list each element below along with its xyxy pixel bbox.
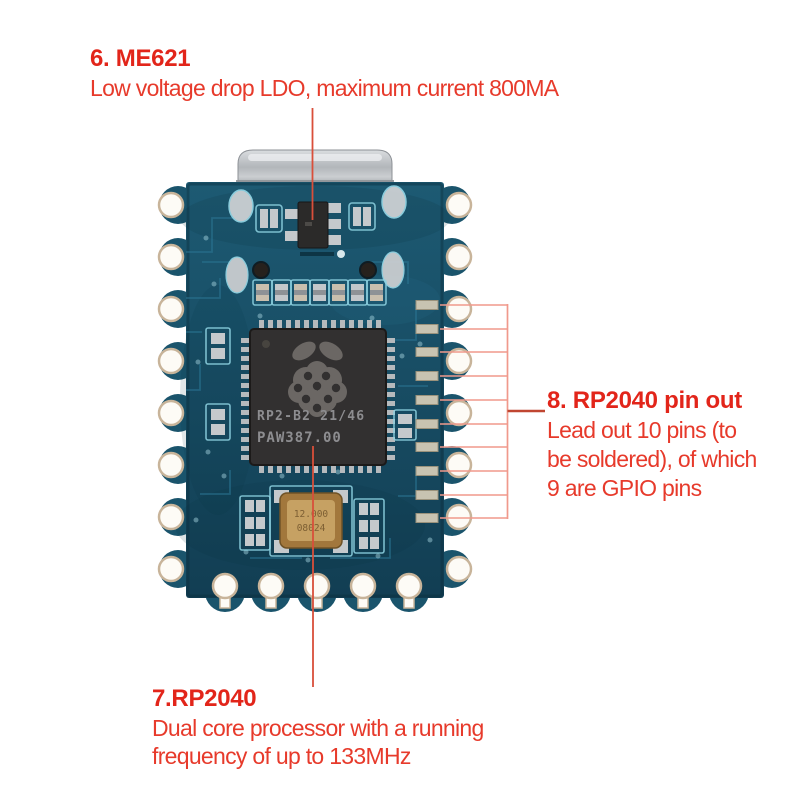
chip-pin1-dot bbox=[262, 340, 270, 348]
annotation-pinout-line3: 9 are GPIO pins bbox=[547, 475, 702, 501]
raspberry-pi-logo bbox=[288, 341, 347, 417]
crystal-marking-line2: 08024 bbox=[297, 523, 326, 534]
annotation-pinout-line2: be soldered), of which bbox=[547, 446, 757, 472]
crystal-oscillator: 12.000 08024 bbox=[269, 485, 353, 557]
ldo-me621-chip bbox=[255, 201, 376, 249]
annotation-pinout-heading: 8. RP2040 pin out bbox=[547, 387, 742, 414]
annotation-pinout-line1: Lead out 10 pins (to bbox=[547, 417, 737, 443]
crystal-marking-line1: 12.000 bbox=[294, 509, 329, 520]
annotation-me621-heading: 6. ME621 bbox=[90, 45, 191, 72]
annotation-pinout: 8. RP2040 pin out Lead out 10 pins (to b… bbox=[547, 386, 757, 503]
annotation-processor-line1: Dual core processor with a running bbox=[152, 715, 484, 741]
mounting-pads bbox=[225, 185, 407, 294]
chip-marking-line2: PAW387.00 bbox=[257, 430, 342, 446]
crystal-face bbox=[287, 500, 335, 541]
breakout-solder-pads bbox=[415, 300, 439, 523]
usb-shine bbox=[248, 154, 382, 161]
pinout-callout-ladder bbox=[440, 304, 508, 519]
castellated-holes bbox=[157, 191, 473, 609]
smd-component-row bbox=[252, 279, 387, 306]
annotation-me621: 6. ME621 Low voltage drop LDO, maximum c… bbox=[90, 44, 559, 102]
annotation-processor-line2: frequency of up to 133MHz bbox=[152, 743, 411, 769]
via-dots bbox=[193, 235, 433, 563]
annotation-processor-heading: 7.RP2040 bbox=[152, 685, 257, 712]
annotation-processor: 7.RP2040 Dual core processor with a runn… bbox=[152, 684, 484, 770]
rp2040-chip: RP2-B2 21/46 PAW387.00 bbox=[241, 320, 395, 473]
board-holes bbox=[252, 261, 377, 279]
passive-component-groups bbox=[205, 327, 417, 554]
chip-marking-line1: RP2-B2 21/46 bbox=[257, 409, 365, 424]
chip-pins bbox=[241, 320, 395, 473]
callout-lines bbox=[311, 108, 545, 687]
annotation-me621-body: Low voltage drop LDO, maximum current 80… bbox=[90, 75, 559, 101]
